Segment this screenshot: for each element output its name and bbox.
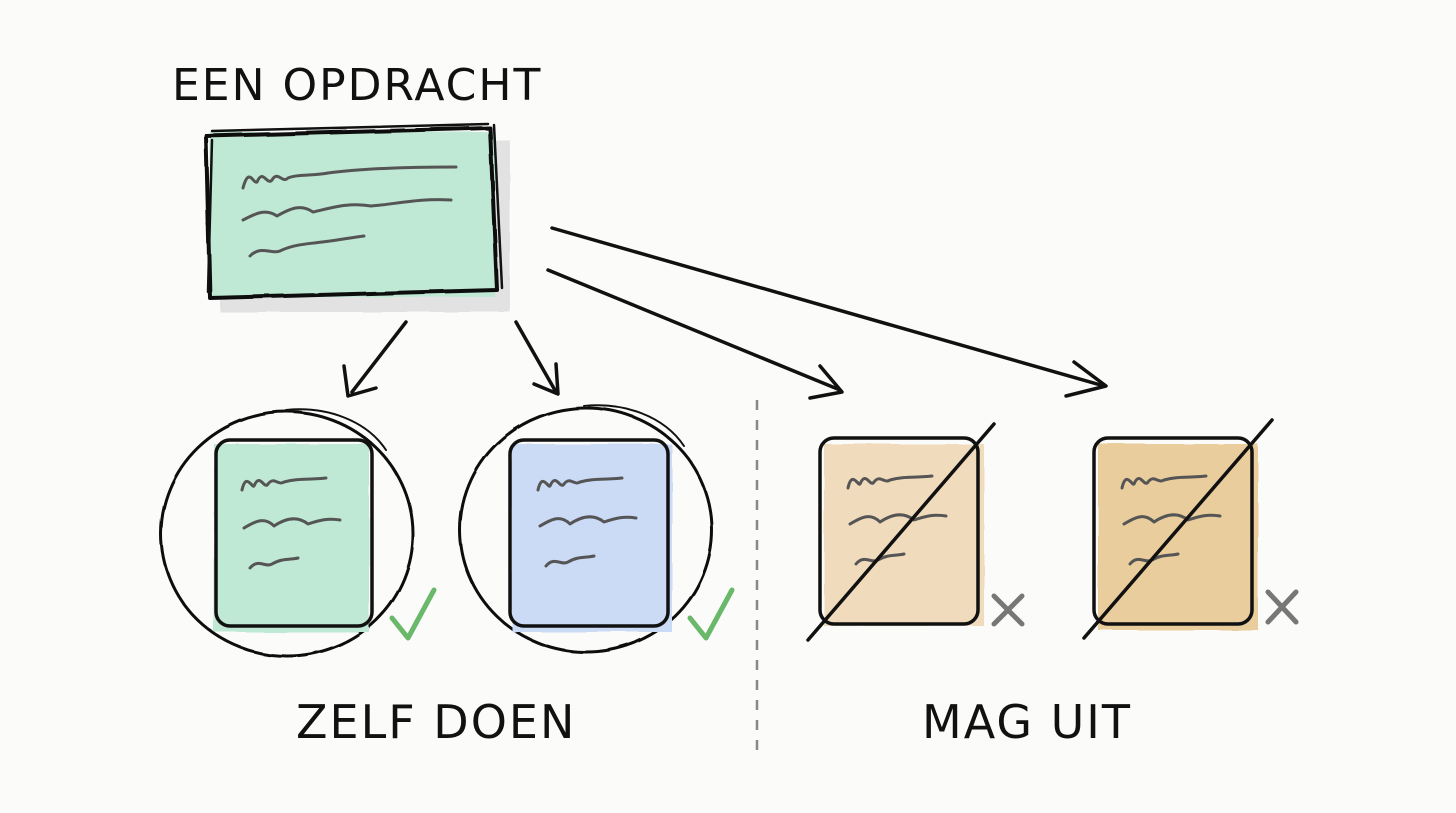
group-label-allowed: ZELF DOEN (296, 695, 576, 749)
item-tan-light (806, 422, 996, 642)
item-blue (458, 404, 714, 654)
cross-icon (991, 593, 1025, 627)
item-green (159, 408, 415, 658)
title: EEN OPDRACHT (172, 60, 542, 111)
arrow-icon (342, 320, 408, 398)
scribble-line (241, 165, 458, 190)
cross-icon (1265, 589, 1299, 625)
item-tan (1082, 418, 1274, 640)
arrow-icon (546, 268, 844, 400)
task-card (204, 122, 510, 312)
group-label-excluded: MAG UIT (922, 695, 1132, 749)
check-icon (389, 587, 437, 641)
arrow-icon (550, 226, 1108, 398)
group-excluded: MAG UIT (806, 418, 1299, 749)
arrows (342, 226, 1108, 400)
strike-line (1082, 418, 1274, 640)
arrow-icon (514, 320, 560, 396)
check-icon (687, 587, 735, 641)
strike-line (806, 422, 996, 642)
group-allowed: ZELF DOEN (159, 404, 735, 749)
